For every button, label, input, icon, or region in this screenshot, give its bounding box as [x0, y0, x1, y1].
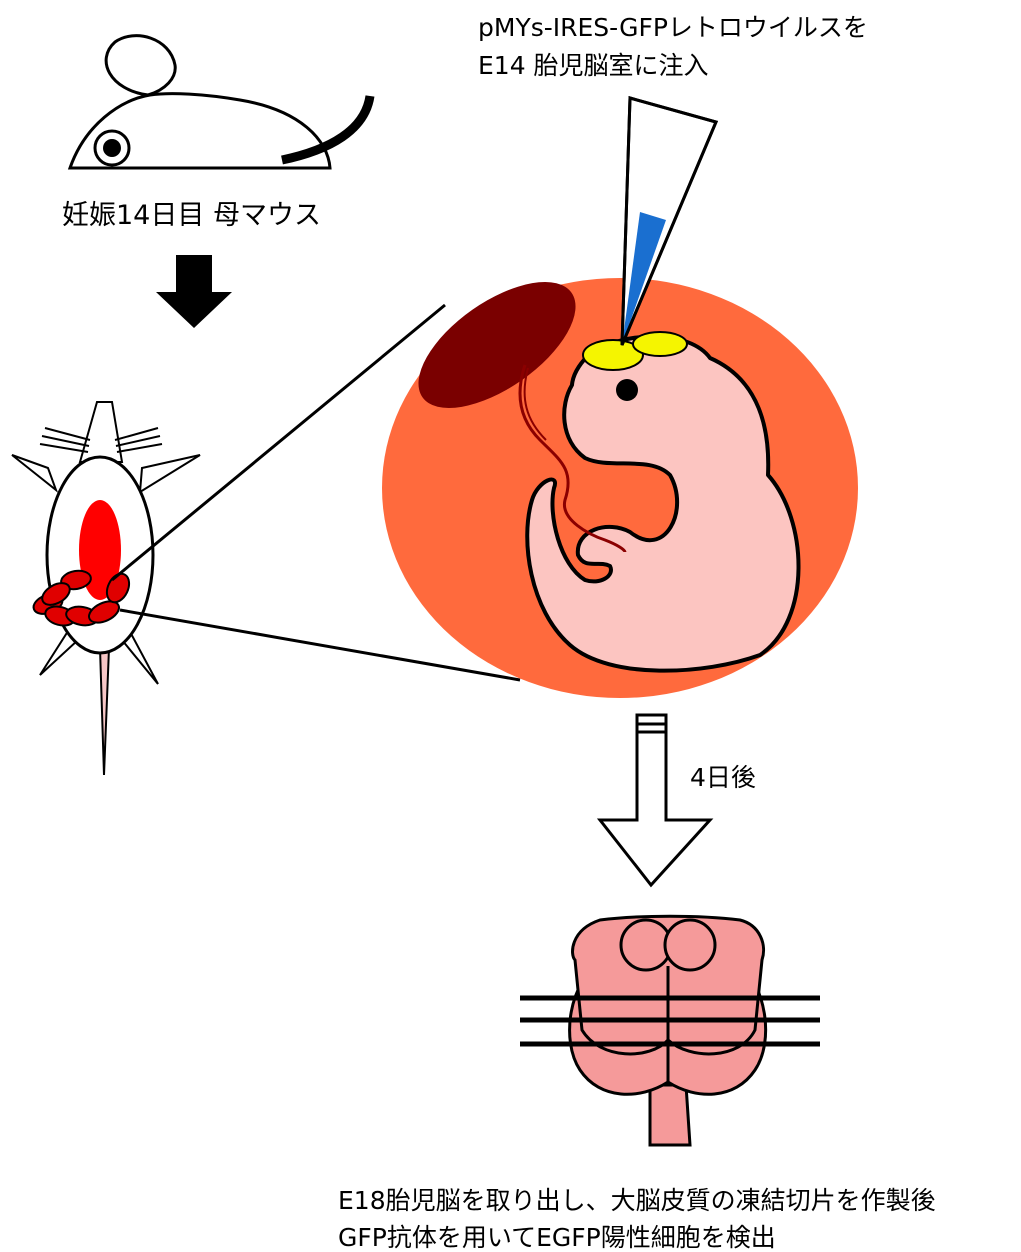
injection-label-line2: E14 胎児脳室に注入 [478, 46, 709, 82]
pregnant-mouse-side-icon [70, 36, 370, 168]
mouse-top-view-icon [12, 402, 200, 775]
down-arrow-filled-icon [156, 255, 232, 328]
result-label-line1: E18胎児脳を取り出し、大脳皮質の凍結切片を作製後 [338, 1181, 936, 1217]
embryo-in-uterus-icon [382, 258, 858, 698]
days-after-label: 4日後 [690, 758, 756, 794]
sliced-brain-icon [520, 916, 820, 1145]
result-label-line2: GFP抗体を用いてEGFP陽性細胞を検出 [338, 1218, 776, 1252]
injection-label-line1: pMYs-IRES-GFPレトロウイルスを [478, 8, 868, 44]
mother-mouse-label: 妊娠14日目 母マウス [62, 193, 321, 232]
down-arrow-outline-icon [600, 715, 710, 885]
